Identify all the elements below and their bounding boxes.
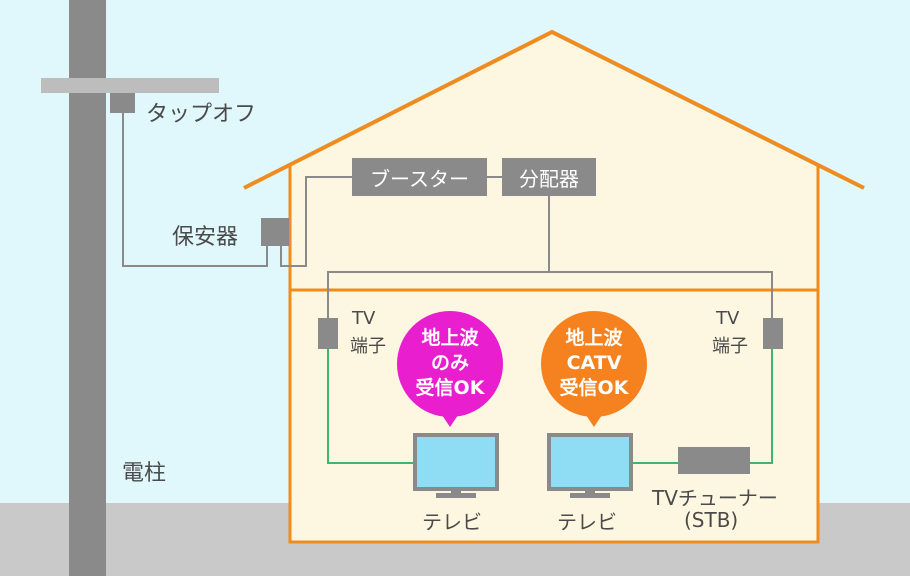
bubble-terrestrial-only-line-2: のみ	[430, 352, 469, 374]
bubble-terrestrial-only-line-3: 受信OK	[415, 377, 485, 399]
utility-pole	[69, 0, 106, 576]
protector-label: 保安器	[172, 225, 239, 250]
cable-terminal-left-to-tv	[327, 349, 415, 464]
house-room-border	[288, 288, 820, 544]
tv-terminal-right	[763, 318, 783, 349]
utility-pole-label: 電柱	[122, 461, 167, 486]
cable-distribution	[327, 271, 773, 318]
bubble-terrestrial-catv-line-1: 地上波	[565, 327, 623, 349]
bubble-terrestrial-catv	[541, 311, 647, 427]
bubble-terrestrial-catv-line-3: 受信OK	[559, 377, 629, 399]
cable-protector-to-booster	[280, 176, 352, 267]
pole-crossarm	[41, 78, 219, 93]
tap-off-device	[110, 93, 135, 113]
tv-terminal-right-label-2: 端子	[712, 336, 748, 357]
tv-right-icon	[547, 433, 633, 498]
tv-terminal-left	[318, 318, 338, 349]
cable-tuner-to-terminal-right	[750, 349, 773, 464]
bubble-terrestrial-only	[397, 311, 503, 427]
tap-off-label: タップオフ	[146, 102, 257, 127]
splitter-box: 分配器	[502, 158, 596, 196]
tv-tuner-stb-device	[678, 447, 750, 474]
cable-tapoff-to-protector	[122, 112, 268, 267]
tv-terminal-right-label-1: TV	[716, 308, 740, 329]
booster-box: ブースター	[352, 158, 487, 196]
bubble-terrestrial-only-line-1: 地上波	[421, 327, 479, 349]
tv-tuner-stb-label: (STB)	[684, 508, 739, 532]
tv-tuner-label: TVチューナー	[652, 486, 778, 510]
bubble-terrestrial-catv-line-2: CATV	[566, 352, 622, 374]
tv-left-label: テレビ	[422, 510, 482, 534]
tv-left-icon	[413, 433, 499, 498]
tv-right-label: テレビ	[557, 510, 617, 534]
tv-terminal-left-label-2: 端子	[350, 336, 386, 357]
protector-device	[261, 218, 289, 246]
tv-terminal-left-label-1: TV	[352, 308, 376, 329]
bubble-terrestrial-catv-text: 地上波 CATV 受信OK	[544, 326, 644, 401]
bubble-terrestrial-only-text: 地上波 のみ 受信OK	[400, 326, 500, 401]
roof-line	[243, 29, 865, 190]
